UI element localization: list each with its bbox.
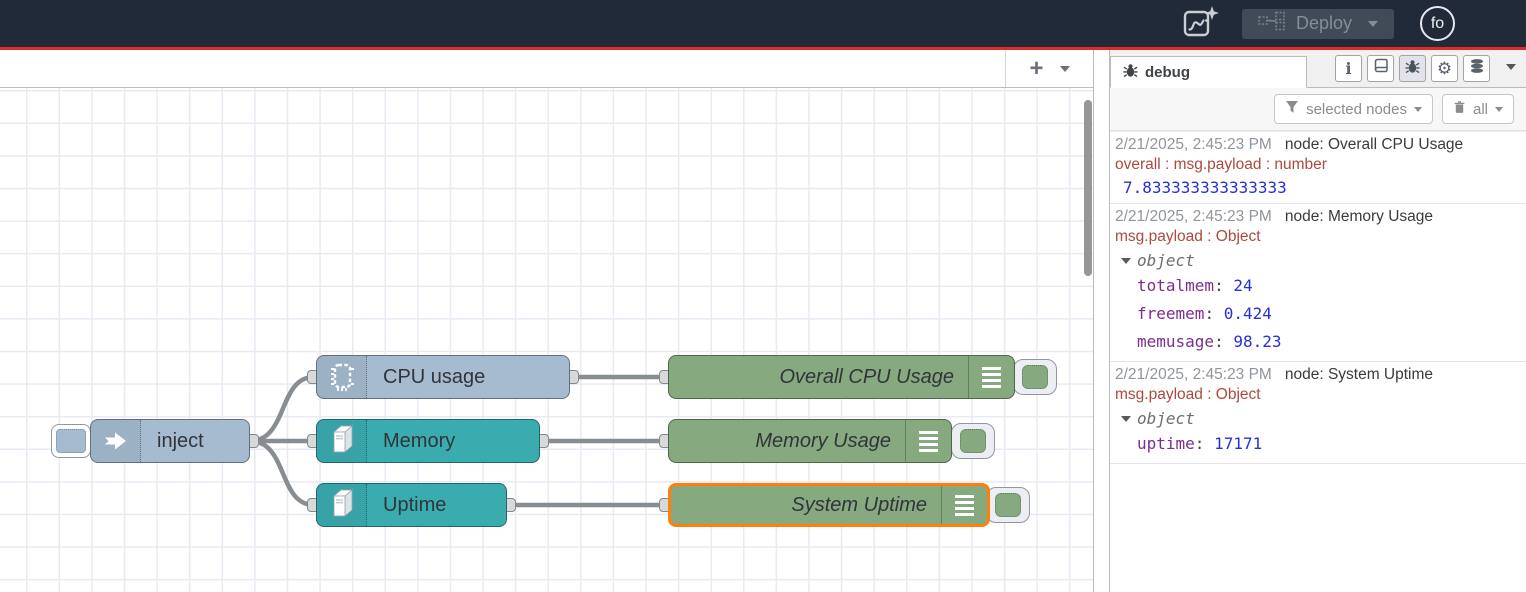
node-inject[interactable]: inject (90, 419, 250, 463)
filter-caret-icon (1413, 106, 1422, 112)
message-path: msg.payload : Object (1115, 228, 1261, 245)
message-path: msg.payload : Object (1115, 386, 1261, 403)
canvas-vertical-scrollbar[interactable] (1084, 100, 1092, 276)
tab-context[interactable] (1463, 55, 1490, 82)
tab-config[interactable]: ⚙ (1431, 55, 1458, 82)
clear-label: all (1472, 100, 1488, 118)
object-property: totalmem24 (1115, 272, 1518, 300)
node-debug-overall-cpu[interactable]: Overall CPU Usage (668, 355, 1015, 399)
inject-trigger-button[interactable] (51, 424, 91, 458)
sidebar-tabbar: debug i (1110, 50, 1526, 88)
debug-toolbar: selected nodes all (1110, 88, 1526, 131)
debug-output-icon (941, 486, 987, 524)
tab-help[interactable] (1367, 55, 1394, 82)
message-timestamp: 2/21/2025, 2:45:23 PM (1115, 366, 1272, 383)
wires (247, 374, 669, 508)
bug-icon (1405, 59, 1420, 79)
caret-down-icon (1121, 415, 1131, 422)
message-node: node: System Uptime (1284, 366, 1434, 383)
node-label: inject (157, 429, 204, 452)
info-icon: i (1345, 59, 1352, 78)
trash-icon (1453, 100, 1466, 118)
deploy-caret-icon[interactable] (1368, 20, 1379, 27)
debug-message[interactable]: 2/21/2025, 2:45:23 PM node: Memory Usage… (1110, 204, 1526, 362)
sidebar-resize-handle[interactable] (1093, 50, 1110, 592)
book-icon (1373, 58, 1389, 79)
object-label: object (1137, 409, 1195, 428)
server-icon (317, 484, 367, 526)
debug-toggle-button-uptime[interactable] (986, 487, 1030, 523)
deploy-plug-icon (1258, 11, 1286, 36)
object-expander[interactable]: object (1115, 247, 1518, 272)
user-avatar[interactable]: fo (1420, 6, 1455, 41)
message-node: node: Overall CPU Usage (1284, 136, 1464, 153)
debug-toggle-button-overall-cpu[interactable] (1013, 359, 1057, 395)
node-label: Overall CPU Usage (779, 365, 954, 388)
message-value: 7.833333333333333 (1123, 178, 1287, 197)
filter-label: selected nodes (1306, 100, 1407, 118)
debug-toggle-button-memory[interactable] (951, 423, 995, 459)
sidebar-tabs-caret-icon[interactable] (1506, 64, 1516, 70)
flow-sparkle-icon (1183, 5, 1220, 43)
node-debug-memory[interactable]: Memory Usage (668, 419, 952, 463)
tab-info[interactable]: i (1335, 55, 1362, 82)
flow-tabbar: + (0, 50, 1093, 88)
message-timestamp: 2/21/2025, 2:45:23 PM (1115, 208, 1272, 225)
inject-arrow-icon (91, 420, 141, 462)
workspace-column: + (0, 50, 1093, 592)
message-path: overall : msg.payload : number (1115, 156, 1327, 173)
object-property: freemem0.424 (1115, 300, 1518, 328)
node-label: Memory Usage (755, 429, 891, 452)
avatar-initials: fo (1430, 14, 1445, 32)
add-flow-button[interactable]: + (1029, 54, 1044, 82)
node-label: System Uptime (791, 493, 927, 516)
filter-button[interactable]: selected nodes (1274, 94, 1433, 124)
debug-output-icon (968, 356, 1014, 398)
caret-down-icon (1121, 257, 1131, 264)
node-label: Uptime (383, 493, 447, 516)
debug-message-list[interactable]: 2/21/2025, 2:45:23 PM node: Overall CPU … (1110, 131, 1526, 592)
main-menu-button[interactable] (1475, 13, 1508, 35)
node-memory[interactable]: Memory (316, 419, 540, 463)
sidebar-tab-icons: i (1335, 55, 1490, 82)
server-icon (317, 420, 367, 462)
deploy-button[interactable]: Deploy (1242, 8, 1394, 39)
assistant-flow-button[interactable] (1183, 5, 1220, 43)
chip-icon (317, 356, 367, 398)
node-debug-system-uptime[interactable]: System Uptime (668, 483, 990, 527)
clear-button[interactable]: all (1441, 94, 1514, 124)
message-node: node: Memory Usage (1284, 208, 1434, 225)
message-timestamp: 2/21/2025, 2:45:23 PM (1115, 136, 1272, 153)
tab-debug[interactable]: debug (1110, 56, 1307, 88)
flow-list-caret-icon[interactable] (1059, 65, 1070, 72)
flow-tab-controls: + (1005, 50, 1093, 87)
tab-debug-icon[interactable] (1399, 55, 1426, 82)
object-property: uptime17171 (1115, 430, 1518, 458)
funnel-icon (1285, 100, 1299, 118)
debug-message[interactable]: 2/21/2025, 2:45:23 PM node: System Uptim… (1110, 362, 1526, 464)
node-uptime[interactable]: Uptime (316, 483, 507, 527)
object-label: object (1137, 251, 1195, 270)
debug-output-icon (905, 420, 951, 462)
object-property: memusage98.23 (1115, 328, 1518, 356)
bug-icon (1123, 63, 1138, 82)
tab-debug-label: debug (1145, 63, 1190, 81)
clear-caret-icon (1495, 106, 1503, 112)
object-expander[interactable]: object (1115, 405, 1518, 430)
deploy-label: Deploy (1295, 13, 1353, 33)
flow-canvas[interactable]: inject CPU usage (0, 88, 1093, 592)
node-label: CPU usage (383, 365, 486, 388)
node-cpu-usage[interactable]: CPU usage (316, 355, 570, 399)
gear-icon: ⚙ (1436, 59, 1453, 78)
node-label: Memory (383, 429, 456, 452)
header: Deploy fo (0, 0, 1526, 47)
debug-sidebar: debug i (1110, 50, 1526, 592)
database-icon (1469, 58, 1485, 79)
debug-message[interactable]: 2/21/2025, 2:45:23 PM node: Overall CPU … (1110, 131, 1526, 204)
recording-indicator-bar (0, 47, 1526, 50)
